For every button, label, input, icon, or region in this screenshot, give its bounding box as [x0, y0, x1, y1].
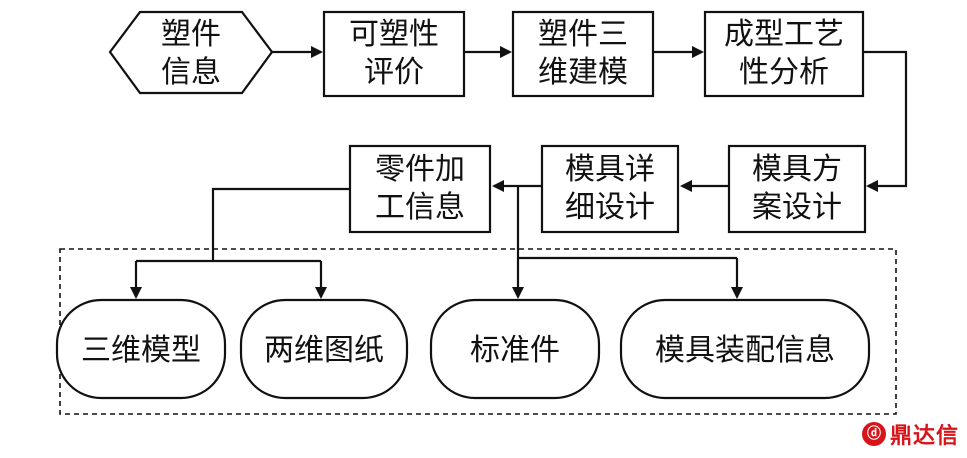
- node-process-analysis-line2: 性分析: [739, 55, 829, 90]
- node-mold-detail-line1: 模具详: [565, 152, 655, 187]
- connector-processing-down: [211, 187, 350, 261]
- node-mold-scheme-line2: 案设计: [752, 190, 842, 225]
- node-mold-detail-line2: 细设计: [565, 190, 655, 225]
- node-part-info-line2: 信息: [161, 55, 221, 90]
- node-model-3d: 三维模型: [55, 298, 227, 400]
- node-mold-scheme-line1: 模具方: [752, 152, 842, 187]
- watermark-logo-icon: ⓓ: [861, 422, 886, 446]
- node-part-processing-line1: 零件加: [375, 152, 465, 187]
- node-modeling-3d-line1: 塑件三: [538, 17, 628, 52]
- node-drawing-2d-label: 两维图纸: [264, 333, 384, 368]
- node-standard-parts: 标准件: [429, 298, 601, 400]
- node-part-processing: 零件加 工信息: [348, 144, 492, 234]
- node-process-analysis-line1: 成型工艺: [724, 17, 844, 52]
- node-standard-parts-label: 标准件: [470, 333, 560, 368]
- node-moldability-line2: 评价: [364, 55, 424, 90]
- node-part-info: 塑件 信息: [108, 10, 274, 95]
- watermark: ⓓ 鼎达信: [861, 418, 959, 450]
- node-modeling-3d-line2: 维建模: [538, 55, 628, 90]
- node-drawing-2d: 两维图纸: [239, 298, 409, 400]
- node-model-3d-label: 三维模型: [81, 333, 201, 368]
- node-modeling-3d: 塑件三 维建模: [511, 10, 655, 98]
- node-part-processing-line2: 工信息: [375, 190, 465, 225]
- node-mold-scheme: 模具方 案设计: [727, 144, 867, 234]
- arrow-process-to-scheme: [863, 50, 908, 192]
- node-mold-detail: 模具详 细设计: [540, 144, 680, 234]
- watermark-text: 鼎达信: [889, 424, 959, 449]
- node-process-analysis: 成型工艺 性分析: [703, 10, 865, 98]
- node-moldability: 可塑性 评价: [322, 10, 466, 98]
- node-moldability-line1: 可塑性: [349, 17, 439, 52]
- node-mold-assembly-label: 模具装配信息: [655, 333, 835, 368]
- node-part-info-line1: 塑件: [161, 17, 221, 52]
- node-mold-assembly: 模具装配信息: [619, 298, 871, 400]
